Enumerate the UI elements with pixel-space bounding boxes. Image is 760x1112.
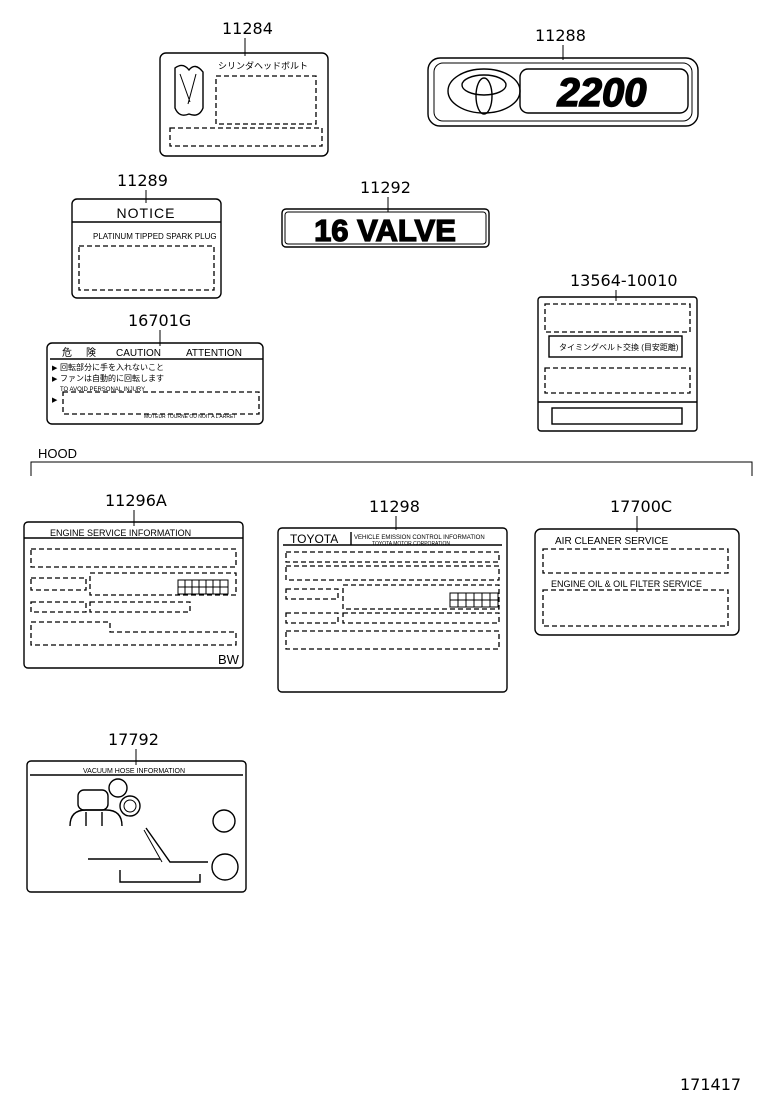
svg-text:▶: ▶ xyxy=(52,365,58,372)
text-jp-2: ファンは自動的に回転します xyxy=(60,373,164,383)
label-11296A-title: ENGINE SERVICE INFORMATION xyxy=(50,528,191,538)
wrench-icon xyxy=(174,64,204,116)
label-11289: NOTICE PLATINUM TIPPED SPARK PLUG xyxy=(71,198,222,299)
part-number-11289: 11289 xyxy=(117,171,168,190)
part-number-11296A: 11296A xyxy=(105,491,167,510)
label-17792-title: VACUUM HOSE INFORMATION xyxy=(83,768,185,775)
badge-11288: 2200 xyxy=(427,57,699,127)
part-number-11298: 11298 xyxy=(369,497,420,516)
label-11298-title: VEHICLE EMISSION CONTROL INFORMATION xyxy=(354,535,485,541)
part-number-11284: 11284 xyxy=(222,19,273,38)
label-11298-sub: TOYOTA MOTOR CORPORATION xyxy=(372,541,450,547)
vacuum-port-icon xyxy=(211,853,239,881)
label-17700C-air: AIR CLEANER SERVICE xyxy=(555,536,669,547)
label-11284-text: シリンダヘッドボルト xyxy=(218,60,308,71)
badge-11292: 16 VALVE xyxy=(281,208,490,249)
engine-schematic-icon xyxy=(69,778,141,827)
label-17700C-oil: ENGINE OIL & OIL FILTER SERVICE xyxy=(551,579,702,589)
label-17792: VACUUM HOSE INFORMATION xyxy=(26,760,247,893)
label-11296A-bw: BW xyxy=(218,652,240,667)
part-number-11292: 11292 xyxy=(360,178,411,197)
hood-section-line xyxy=(30,461,753,476)
label-11284: シリンダヘッドボルト xyxy=(159,52,329,157)
spec-grid xyxy=(177,579,229,595)
text-jp-1: 回転部分に手を入れないこと xyxy=(60,362,164,372)
label-13564: タイミングベルト交換 (目安距離) xyxy=(537,296,698,432)
label-11298-brand: TOYOTA xyxy=(290,532,338,546)
label-16701G: 危 険 CAUTION ATTENTION ▶ 回転部分に手を入れないこと ▶ … xyxy=(46,342,264,425)
header-kanji-a: 危 xyxy=(62,347,72,359)
header-attention: ATTENTION xyxy=(186,348,242,359)
text-en: TO AVOID PERSONAL INJURY xyxy=(60,387,145,393)
label-11289-title: NOTICE xyxy=(117,205,176,221)
label-17700C: AIR CLEANER SERVICE ENGINE OIL & OIL FIL… xyxy=(534,528,740,636)
part-number-13564: 13564-10010 xyxy=(570,271,678,290)
part-number-16701G: 16701G xyxy=(128,311,191,330)
svg-text:▶: ▶ xyxy=(52,397,58,404)
diagram-id: 171417 xyxy=(680,1075,741,1094)
label-11289-line: PLATINUM TIPPED SPARK PLUG xyxy=(93,232,217,241)
part-number-17792: 17792 xyxy=(108,730,159,749)
text-fr: MOTEUR TOURNE OU NOIT A L'ARRET xyxy=(144,414,236,420)
badge-11288-text: 2200 xyxy=(557,71,647,115)
label-11298: TOYOTA VEHICLE EMISSION CONTROL INFORMAT… xyxy=(277,527,508,693)
badge-11292-text: 16 VALVE xyxy=(314,213,456,248)
part-number-11288: 11288 xyxy=(535,26,586,45)
section-label-hood: HOOD xyxy=(38,446,77,461)
label-11296A: ENGINE SERVICE INFORMATION BW xyxy=(23,521,244,669)
part-number-17700C: 17700C xyxy=(610,497,672,516)
spec-grid xyxy=(449,592,499,608)
label-13564-text: タイミングベルト交換 (目安距離) xyxy=(559,342,679,352)
header-caution: CAUTION xyxy=(116,348,161,359)
vacuum-port-icon xyxy=(212,809,236,833)
svg-text:▶: ▶ xyxy=(52,376,58,383)
header-kanji-b: 険 xyxy=(86,347,96,359)
